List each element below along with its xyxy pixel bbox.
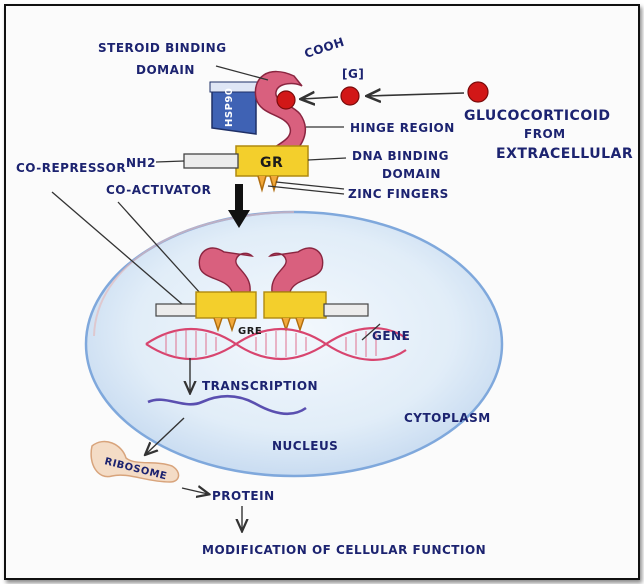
co-repressor-label: CO-REPRESSOR (16, 161, 126, 175)
bound-glucocorticoid (276, 90, 296, 110)
mrna-to-ribosome-arrow (146, 417, 185, 454)
gr-dna-binding-domain (235, 145, 309, 177)
leader-co-activator (117, 201, 211, 305)
leader-nh2 (155, 160, 185, 163)
glucocorticoid-pathway-diagram: HSP90 GR (16, 35, 633, 557)
cytoplasm-label: CYTOPLASM (404, 411, 491, 425)
translocation-arrow (228, 184, 250, 228)
ligand-arrow-1 (368, 93, 465, 96)
nucleus-membrane (84, 210, 504, 478)
leader-co-repressor (51, 191, 183, 305)
extracellular-label: EXTRACELLULAR (496, 146, 633, 162)
receptor-ligand-binding-domain (254, 70, 307, 159)
zinc-fingers-top (257, 175, 279, 193)
gene-label: GENE (372, 329, 410, 343)
nh2-tail (183, 153, 239, 169)
dimer-left-dna-domain (195, 291, 257, 319)
transcription-label: TRANSCRIPTION (202, 379, 318, 393)
leader-zinc-2 (267, 185, 345, 195)
diagram-frame: HSP90 GR (4, 4, 640, 580)
mrna-strand (147, 394, 307, 416)
steroid-binding-label-1: STEROID BINDING (98, 41, 227, 55)
dna-binding-label-2: DOMAIN (382, 167, 441, 181)
cooh-label: COOH (303, 35, 347, 61)
dna-binding-label-1: DNA BINDING (352, 149, 449, 163)
hsp90-label: HSP90 (224, 88, 235, 127)
leader-gene (361, 323, 381, 341)
gr-label: GR (260, 155, 283, 171)
steroid-binding-label-2: DOMAIN (136, 63, 195, 77)
ribosome-label: RIBOSOME (103, 456, 168, 482)
nh2-label: NH2 (126, 156, 156, 170)
gre-label: GRE (238, 326, 262, 337)
hsp90-protein: HSP90 (209, 81, 259, 135)
ribosome-to-protein-arrow (181, 488, 208, 494)
dimer-right-nh2 (323, 303, 369, 317)
nucleus-rim-shading (93, 211, 295, 337)
protein-label: PROTEIN (212, 489, 275, 503)
leader-steroid (215, 65, 269, 81)
ribosome (90, 440, 180, 483)
from-label: FROM (524, 127, 566, 141)
leader-dna-binding (307, 157, 347, 161)
modification-label: MODIFICATION OF CELLULAR FUNCTION (202, 543, 486, 557)
dimer-left-nh2 (155, 303, 199, 317)
ligand-arrow-2 (302, 97, 339, 99)
dimer-right-dna-domain (263, 291, 327, 319)
ligand-cytoplasm (340, 86, 360, 106)
ligand-extracellular (467, 81, 489, 103)
zinc-fingers-label: ZINC FINGERS (348, 187, 449, 201)
leader-zinc (275, 181, 345, 190)
co-activator-label: CO-ACTIVATOR (106, 183, 211, 197)
glucocorticoid-label: GLUCOCORTICOID (464, 108, 611, 124)
hinge-region-label: HINGE REGION (350, 121, 455, 135)
nucleus-label: NUCLEUS (272, 439, 338, 453)
dimer-left-zinc (213, 317, 237, 333)
g-bracket-label: [G] (342, 67, 364, 81)
